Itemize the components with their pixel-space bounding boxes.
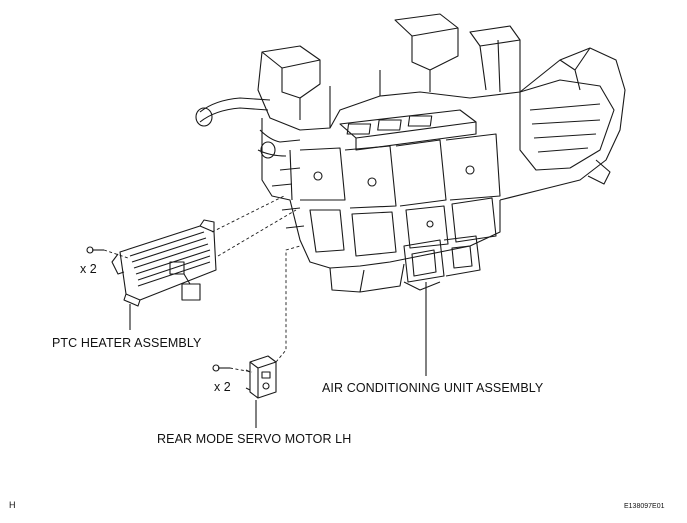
rear-mode-servo-label: REAR MODE SERVO MOTOR LH (157, 432, 352, 446)
air-conditioning-unit-drawing (195, 13, 626, 293)
ptc-screw-quantity: x 2 (80, 262, 97, 276)
installation-guide-lines (103, 195, 301, 373)
ptc-screw-drawing (86, 246, 104, 254)
rear-mode-servo-drawing (245, 355, 277, 399)
servo-screw-quantity: x 2 (214, 380, 231, 394)
servo-screw-drawing (212, 364, 230, 372)
air-conditioning-unit-label: AIR CONDITIONING UNIT ASSEMBLY (322, 381, 544, 395)
ptc-heater-drawing (111, 219, 217, 307)
corner-mark-left: H (9, 500, 16, 510)
ptc-heater-label: PTC HEATER ASSEMBLY (52, 336, 202, 350)
figure-code: E138097E01 (624, 503, 665, 510)
